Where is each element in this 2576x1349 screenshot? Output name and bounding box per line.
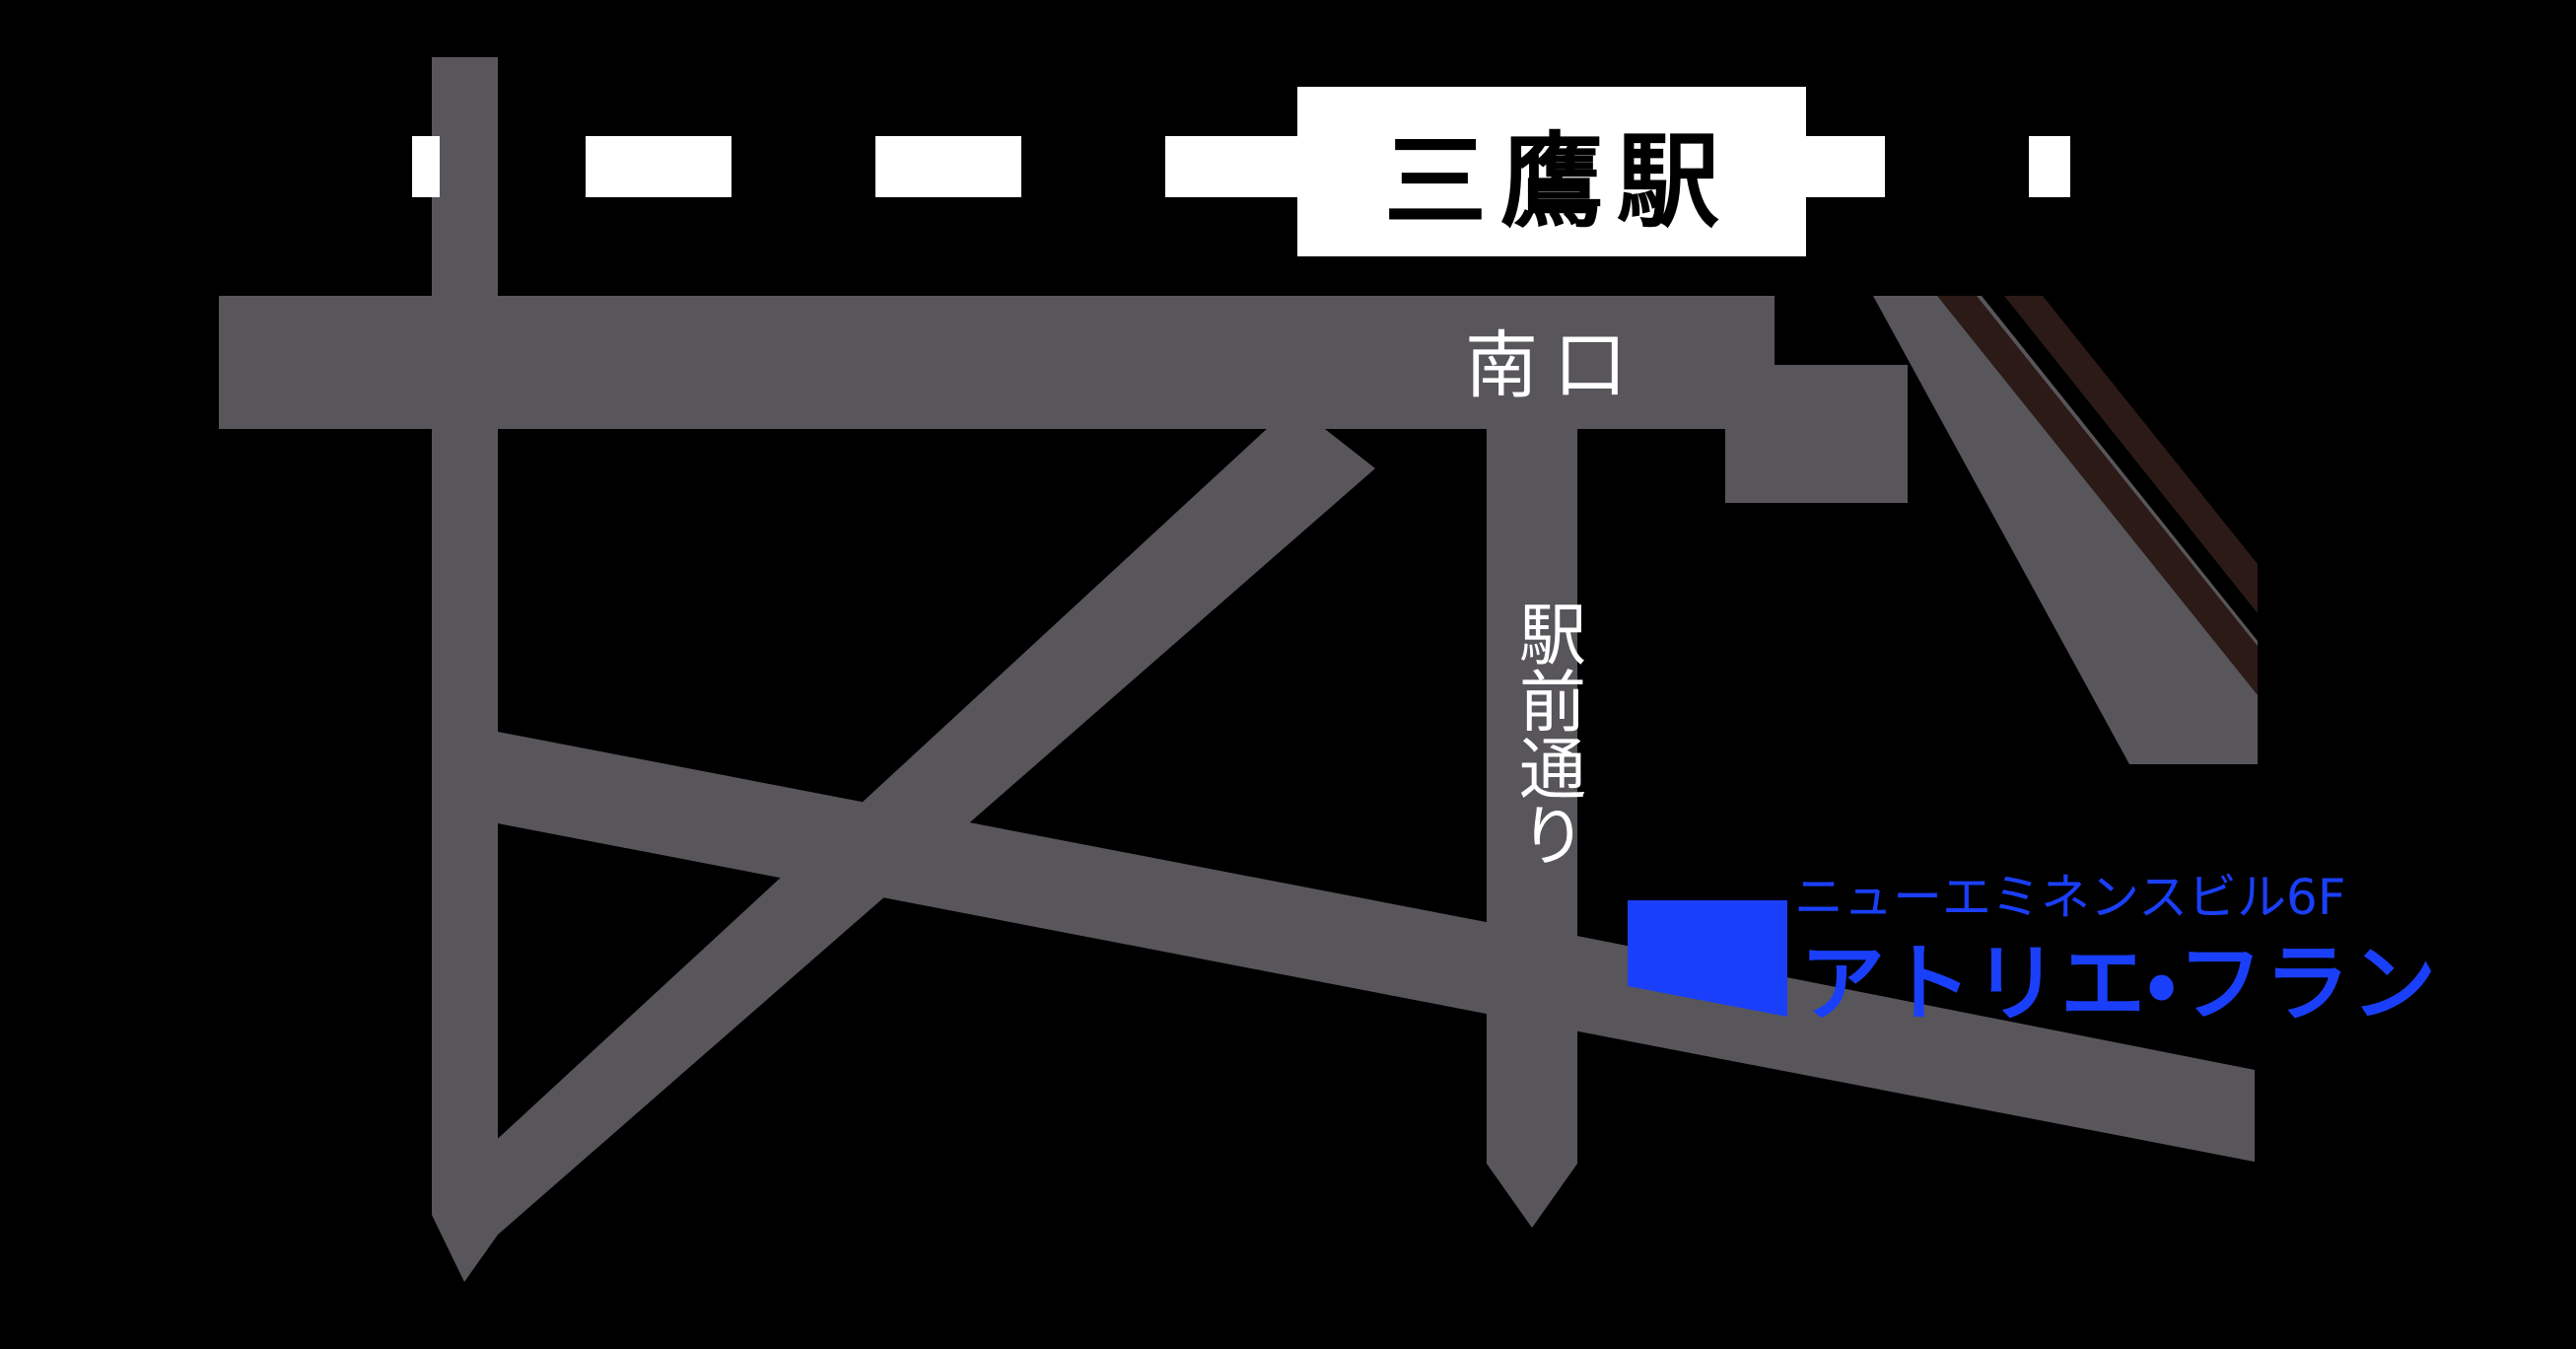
rail-dash-6 xyxy=(2029,136,2070,197)
south-exit-label: 南口 xyxy=(1465,323,1642,408)
road-network xyxy=(219,57,2258,1282)
rail-dash-5 xyxy=(1806,136,1885,197)
rail-dash-4 xyxy=(1165,136,1311,197)
road-diagonal-northeast xyxy=(1873,296,2258,764)
railway-line xyxy=(412,136,2070,197)
destination-building-block xyxy=(1628,900,1787,1017)
rail-dash-1 xyxy=(412,136,440,197)
rail-track-lower xyxy=(2004,296,2258,613)
station-name-box: 三鷹駅 xyxy=(1297,87,1806,256)
street-name-label: 駅前通り xyxy=(1506,600,1585,868)
destination-building-label: ニューエミネンスビル6F xyxy=(1794,869,2346,926)
road-vertical-left xyxy=(432,296,498,1282)
road-vertical-left-upper xyxy=(432,57,498,296)
destination-shop-label: アトリエ・フラン xyxy=(1800,935,2439,1033)
road-horizontal-top xyxy=(219,296,1775,429)
road-horizontal-top-taper xyxy=(219,296,570,429)
road-step-right xyxy=(1725,365,1908,503)
rail-tracks-diagonal xyxy=(1937,296,2258,695)
rail-dash-2 xyxy=(586,136,731,197)
station-name-label: 三鷹駅 xyxy=(1383,120,1733,242)
rail-dash-3 xyxy=(875,136,1021,197)
rail-track-upper xyxy=(1937,296,2258,695)
